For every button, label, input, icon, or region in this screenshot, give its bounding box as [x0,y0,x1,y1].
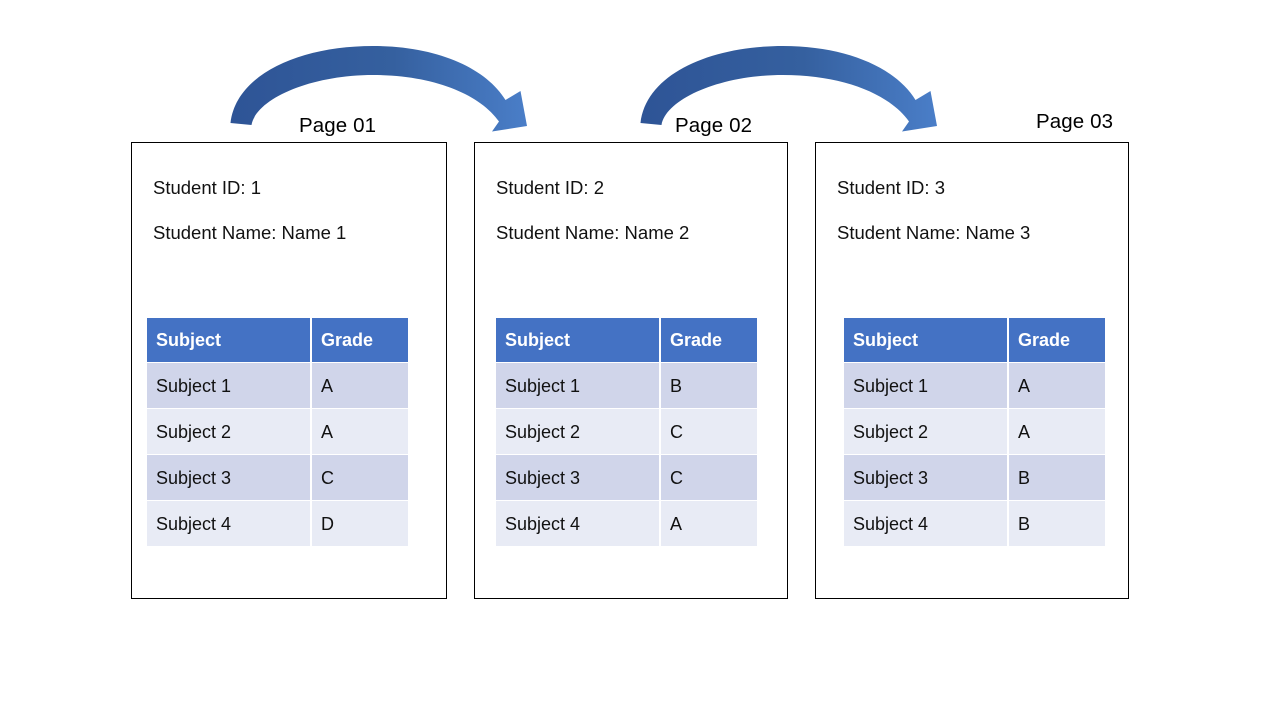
cell-subject: Subject 3 [147,455,310,500]
table-row: Subject 4 B [844,501,1105,546]
cell-grade: A [1009,363,1105,408]
table-header-row: Subject Grade [844,318,1105,362]
table-row: Subject 2 A [844,409,1105,454]
page-card-03[interactable]: Student ID: 3 Student Name: Name 3 Subje… [815,142,1129,599]
table-row: Subject 3 C [147,455,408,500]
cell-subject: Subject 3 [844,455,1007,500]
cell-subject: Subject 1 [496,363,659,408]
cell-subject: Subject 3 [496,455,659,500]
table-row: Subject 2 A [147,409,408,454]
cell-subject: Subject 4 [496,501,659,546]
cell-grade: A [661,501,757,546]
table-header-row: Subject Grade [147,318,408,362]
column-header-subject: Subject [844,318,1007,362]
page-card-02[interactable]: Student ID: 2 Student Name: Name 2 Subje… [474,142,788,599]
cell-subject: Subject 2 [147,409,310,454]
cell-subject: Subject 1 [147,363,310,408]
cell-grade: A [1009,409,1105,454]
column-header-subject: Subject [147,318,310,362]
student-name-line: Student Name: Name 3 [837,222,1031,243]
table-row: Subject 1 B [496,363,757,408]
page-label-03: Page 03 [1036,110,1114,133]
cell-grade: C [661,409,757,454]
cell-grade: A [312,363,408,408]
cell-subject: Subject 2 [844,409,1007,454]
student-id-line: Student ID: 1 [153,177,261,198]
table-row: Subject 3 B [844,455,1105,500]
table-header-row: Subject Grade [496,318,757,362]
cell-grade: C [661,455,757,500]
cell-grade: B [1009,501,1105,546]
cell-grade: C [312,455,408,500]
cell-grade: B [1009,455,1105,500]
table-row: Subject 1 A [844,363,1105,408]
page-card-01[interactable]: Student ID: 1 Student Name: Name 1 Subje… [131,142,447,599]
grade-table: Subject Grade Subject 1 A Subject 2 A Su… [842,317,1107,547]
student-name-line: Student Name: Name 1 [153,222,347,243]
table-row: Subject 1 A [147,363,408,408]
column-header-subject: Subject [496,318,659,362]
cell-grade: B [661,363,757,408]
page-label-01: Page 01 [299,114,377,137]
table-row: Subject 3 C [496,455,757,500]
cell-subject: Subject 2 [496,409,659,454]
table-row: Subject 2 C [496,409,757,454]
page-label-02: Page 02 [675,114,753,137]
grade-table: Subject Grade Subject 1 A Subject 2 A Su… [145,317,410,547]
student-name-line: Student Name: Name 2 [496,222,690,243]
grade-table: Subject Grade Subject 1 B Subject 2 C Su… [494,317,759,547]
cell-subject: Subject 4 [844,501,1007,546]
cell-subject: Subject 4 [147,501,310,546]
table-row: Subject 4 A [496,501,757,546]
student-id-line: Student ID: 3 [837,177,945,198]
column-header-grade: Grade [1009,318,1105,362]
cell-grade: D [312,501,408,546]
flow-arrow-page01-to-page02 [230,46,527,132]
student-id-line: Student ID: 2 [496,177,604,198]
cell-subject: Subject 1 [844,363,1007,408]
cell-grade: A [312,409,408,454]
table-row: Subject 4 D [147,501,408,546]
column-header-grade: Grade [312,318,408,362]
column-header-grade: Grade [661,318,757,362]
